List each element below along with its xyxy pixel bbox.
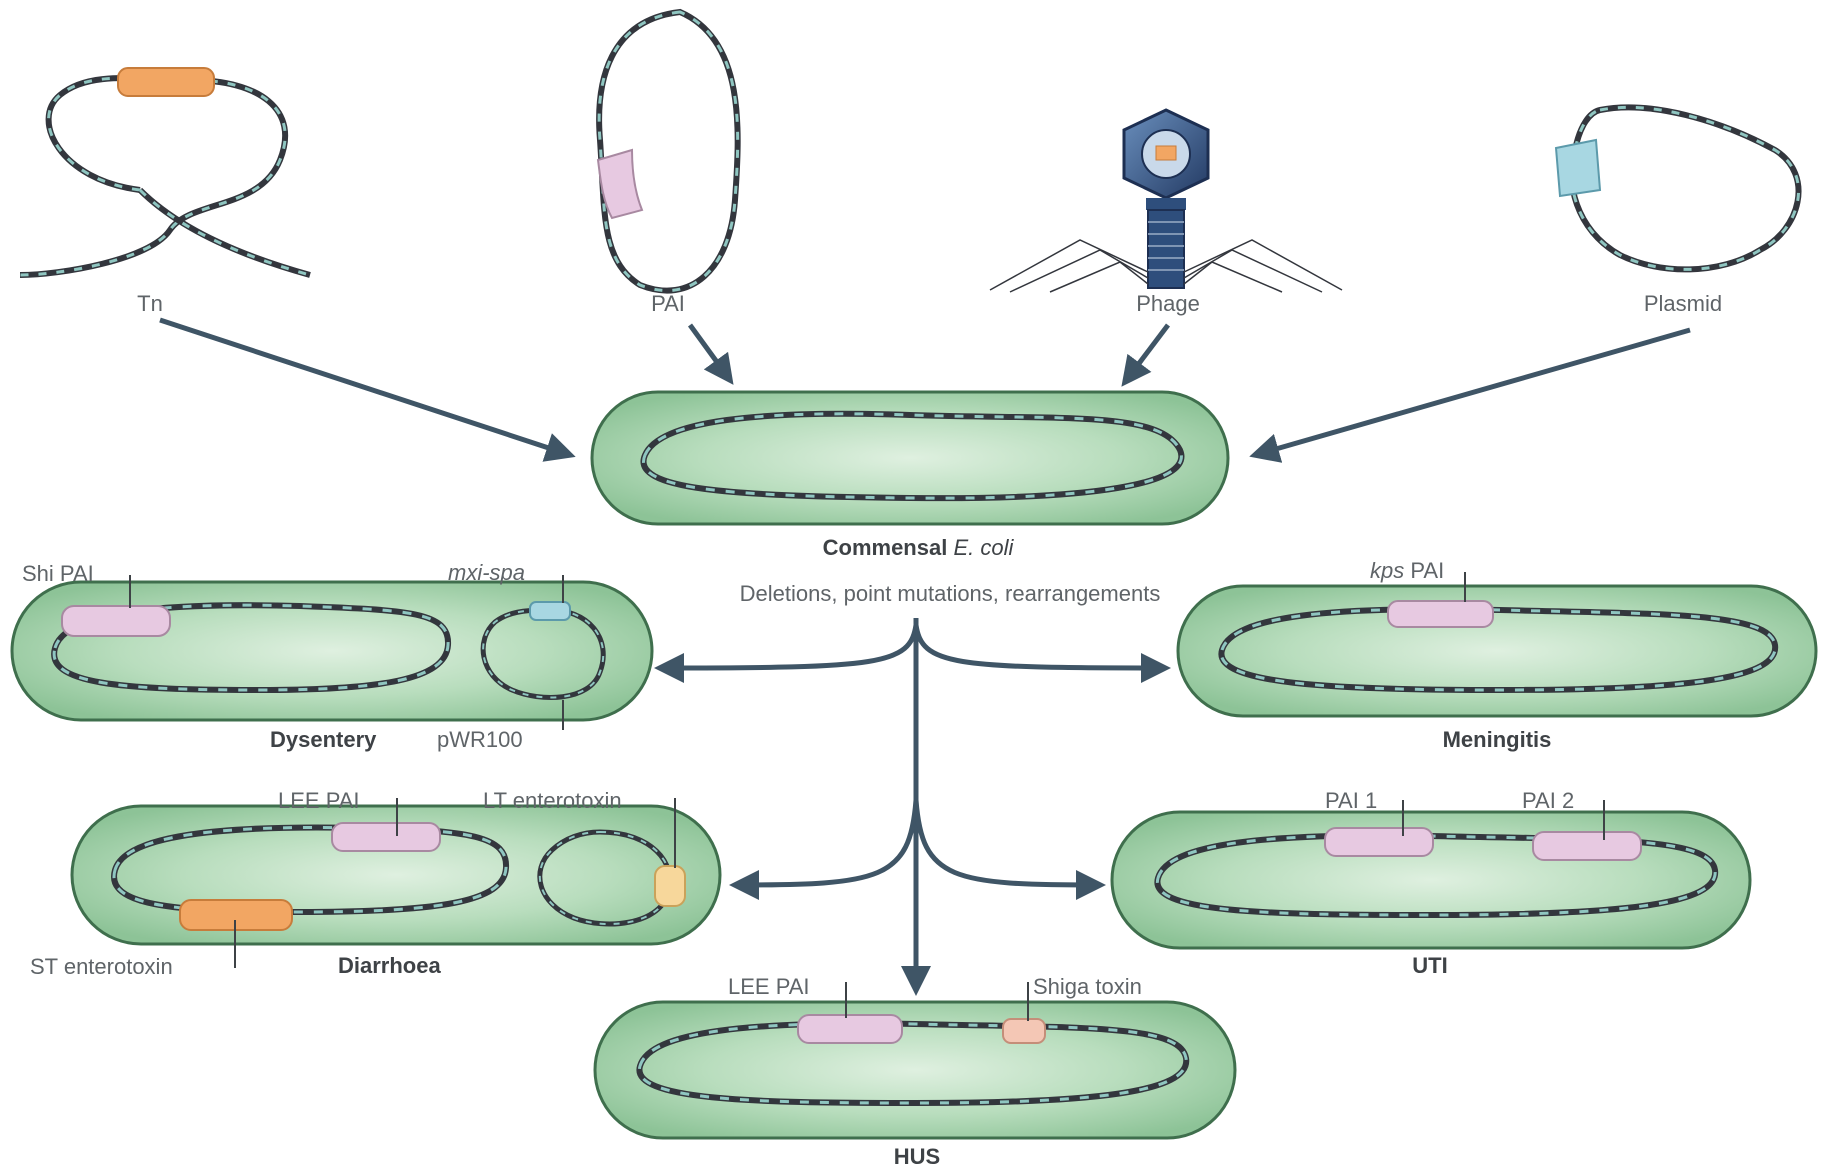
label-diarrhoea: Diarrhoea xyxy=(338,953,441,978)
branch-arrows xyxy=(660,618,1165,990)
arrow-tn xyxy=(160,320,570,455)
label-pai1: PAI 1 xyxy=(1325,788,1377,813)
lee-pai-island-hus xyxy=(798,1015,902,1043)
shiga-toxin-island xyxy=(1003,1019,1045,1043)
arrow-plasmid xyxy=(1255,330,1690,455)
label-pwr100: pWR100 xyxy=(437,727,523,752)
meningitis-cell xyxy=(1178,586,1816,716)
kps-pai-island xyxy=(1388,601,1493,627)
commensal-label: Commensal E. coli xyxy=(823,535,1015,560)
hus-cell xyxy=(595,1002,1235,1138)
label-lee-pai-hus: LEE PAI xyxy=(728,974,810,999)
transposon-island xyxy=(118,68,214,96)
pai2-island xyxy=(1533,832,1641,860)
arrow-pai xyxy=(690,325,730,380)
label-uti: UTI xyxy=(1412,953,1447,978)
transposon-dna-icon xyxy=(20,68,310,275)
label-mxi-spa: mxi-spa xyxy=(448,560,525,585)
label-lt-enterotoxin: LT enterotoxin xyxy=(483,788,622,813)
label-shiga-toxin: Shiga toxin xyxy=(1033,974,1142,999)
mxi-spa-island xyxy=(530,602,570,620)
lee-pai-island-diarrhoea xyxy=(332,823,440,851)
label-hus: HUS xyxy=(894,1144,940,1168)
label-kps-pai: kps PAI xyxy=(1370,558,1444,583)
label-st-enterotoxin: ST enterotoxin xyxy=(30,954,173,979)
pai-dna-icon xyxy=(598,12,738,291)
uti-cell xyxy=(1112,812,1750,948)
label-plasmid: Plasmid xyxy=(1644,291,1722,316)
label-shi-pai: Shi PAI xyxy=(22,561,94,586)
label-tn: Tn xyxy=(137,291,163,316)
pai1-island xyxy=(1325,828,1433,856)
label-phage: Phage xyxy=(1136,291,1200,316)
label-meningitis: Meningitis xyxy=(1443,727,1552,752)
plasmid-island xyxy=(1556,140,1600,196)
label-lee-pai-diarrhoea: LEE PAI xyxy=(278,788,360,813)
shi-pai-island xyxy=(62,606,170,636)
mutations-label: Deletions, point mutations, rearrangemen… xyxy=(740,581,1161,606)
phage-icon xyxy=(990,110,1342,292)
dysentery-cell xyxy=(12,582,652,720)
arrow-phage xyxy=(1125,325,1168,382)
label-dysentery: Dysentery xyxy=(270,727,377,752)
plasmid-dna-icon xyxy=(1556,107,1799,269)
label-pai: PAI xyxy=(651,291,685,316)
commensal-cell xyxy=(592,392,1228,524)
label-pai2: PAI 2 xyxy=(1522,788,1574,813)
lt-enterotoxin-island xyxy=(655,866,685,906)
